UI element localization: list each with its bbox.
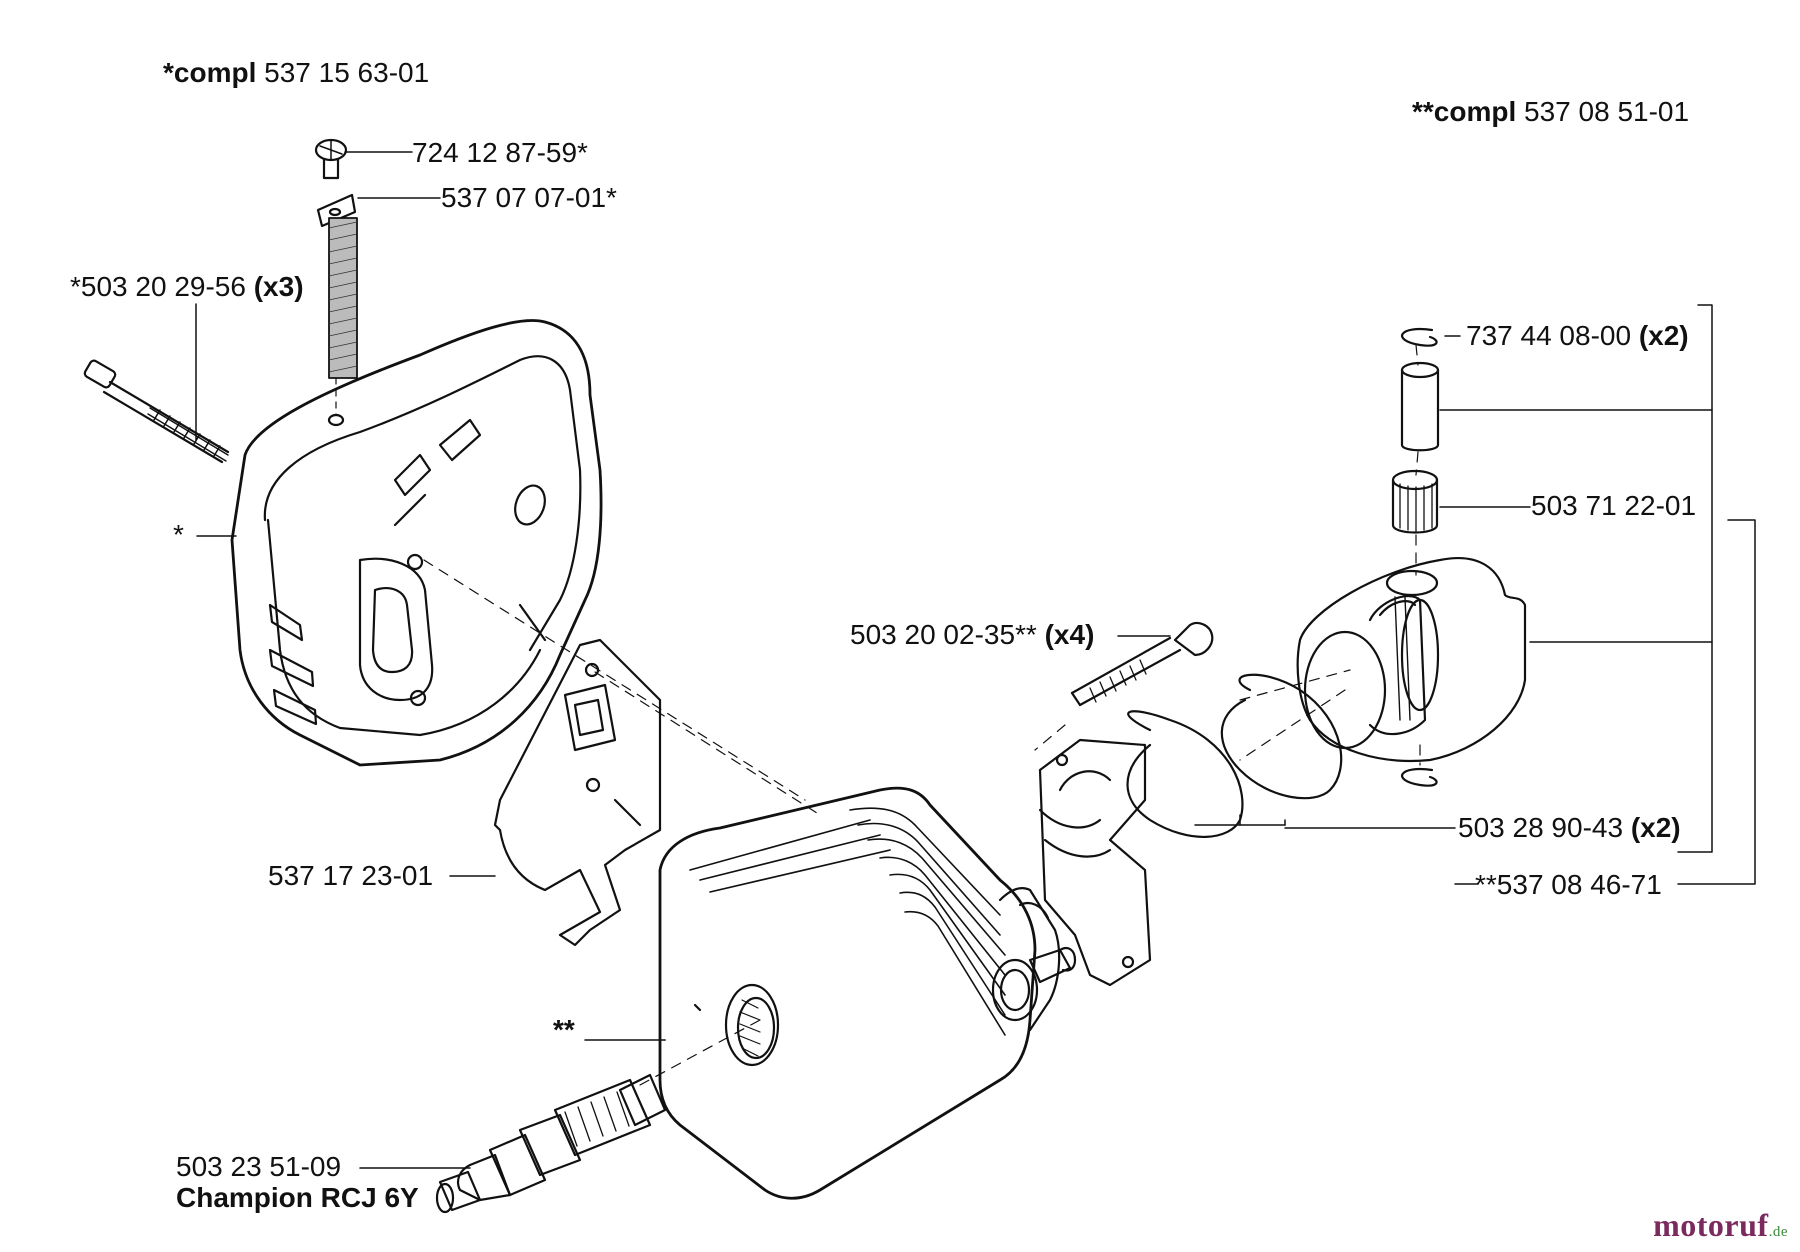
compl-header-1-prefix: *compl xyxy=(163,57,257,88)
brand-suffix: .de xyxy=(1768,1224,1788,1240)
label-gasket: 537 17 23-01 xyxy=(268,860,434,891)
label-rings: 503 28 90-43 (x2) xyxy=(1458,813,1681,843)
label-cylinder-marker: ** xyxy=(553,1014,575,1045)
gasket-drawing xyxy=(493,638,662,947)
compl-header-2: **compl 537 08 51-01 xyxy=(1412,97,1689,127)
bolt-cyl-qty: (x4) xyxy=(1044,619,1095,650)
label-plate-top: 537 07 07-01* xyxy=(441,182,617,213)
long-bolt-drawing xyxy=(83,359,230,464)
spark-plug-drawing xyxy=(435,1073,667,1214)
label-bolt-cyl: 503 20 02-35** (x4) xyxy=(850,620,1094,650)
circlip-qty: (x2) xyxy=(1638,320,1689,351)
needle-bearing-drawing xyxy=(1391,469,1439,534)
brand-name: motoruf xyxy=(1653,1207,1769,1243)
label-circlip: 737 44 08-00 (x2) xyxy=(1466,321,1689,351)
label-bolt-long: *503 20 29-56 (x3) xyxy=(70,272,304,302)
compl-header-2-number: 537 08 51-01 xyxy=(1524,96,1690,127)
label-muffler-marker: * xyxy=(173,519,184,550)
compl-header-1: *compl 537 15 63-01 xyxy=(163,58,429,88)
label-spark-plug: 503 23 51-09 xyxy=(176,1151,342,1182)
top-screw-drawing xyxy=(314,138,348,180)
compl-header-2-prefix: **compl xyxy=(1412,96,1517,127)
plate-strap-drawing xyxy=(316,193,358,427)
label-spark-plug-type: Champion RCJ 6Y xyxy=(176,1182,419,1213)
circlip-number: 737 44 08-00 xyxy=(1466,320,1632,351)
piston-pin-drawing xyxy=(1400,361,1440,452)
label-piston-kit: **537 08 46-71 xyxy=(1475,869,1662,900)
rings-qty: (x2) xyxy=(1630,812,1681,843)
leader-lines xyxy=(195,151,1756,1169)
label-bearing: 503 71 22-01 xyxy=(1531,490,1697,521)
cylinder-drawing xyxy=(658,738,1152,1200)
bolt-cyl-number: 503 20 02-35** xyxy=(850,619,1037,650)
rings-number: 503 28 90-43 xyxy=(1458,812,1624,843)
compl-header-1-number: 537 15 63-01 xyxy=(264,57,430,88)
piston-rings-drawing xyxy=(1126,673,1343,839)
bolt-long-qty: (x3) xyxy=(253,271,304,302)
brand-logo: motoruf.de xyxy=(1653,1207,1788,1244)
circlips-drawing xyxy=(1401,327,1438,787)
label-screw-top: 724 12 87-59* xyxy=(412,137,588,168)
piston-drawing xyxy=(1296,557,1527,762)
bolt-long-number: *503 20 29-56 xyxy=(70,271,246,302)
muffler-drawing xyxy=(230,319,603,767)
cylinder-bolt-drawing xyxy=(1070,621,1214,707)
